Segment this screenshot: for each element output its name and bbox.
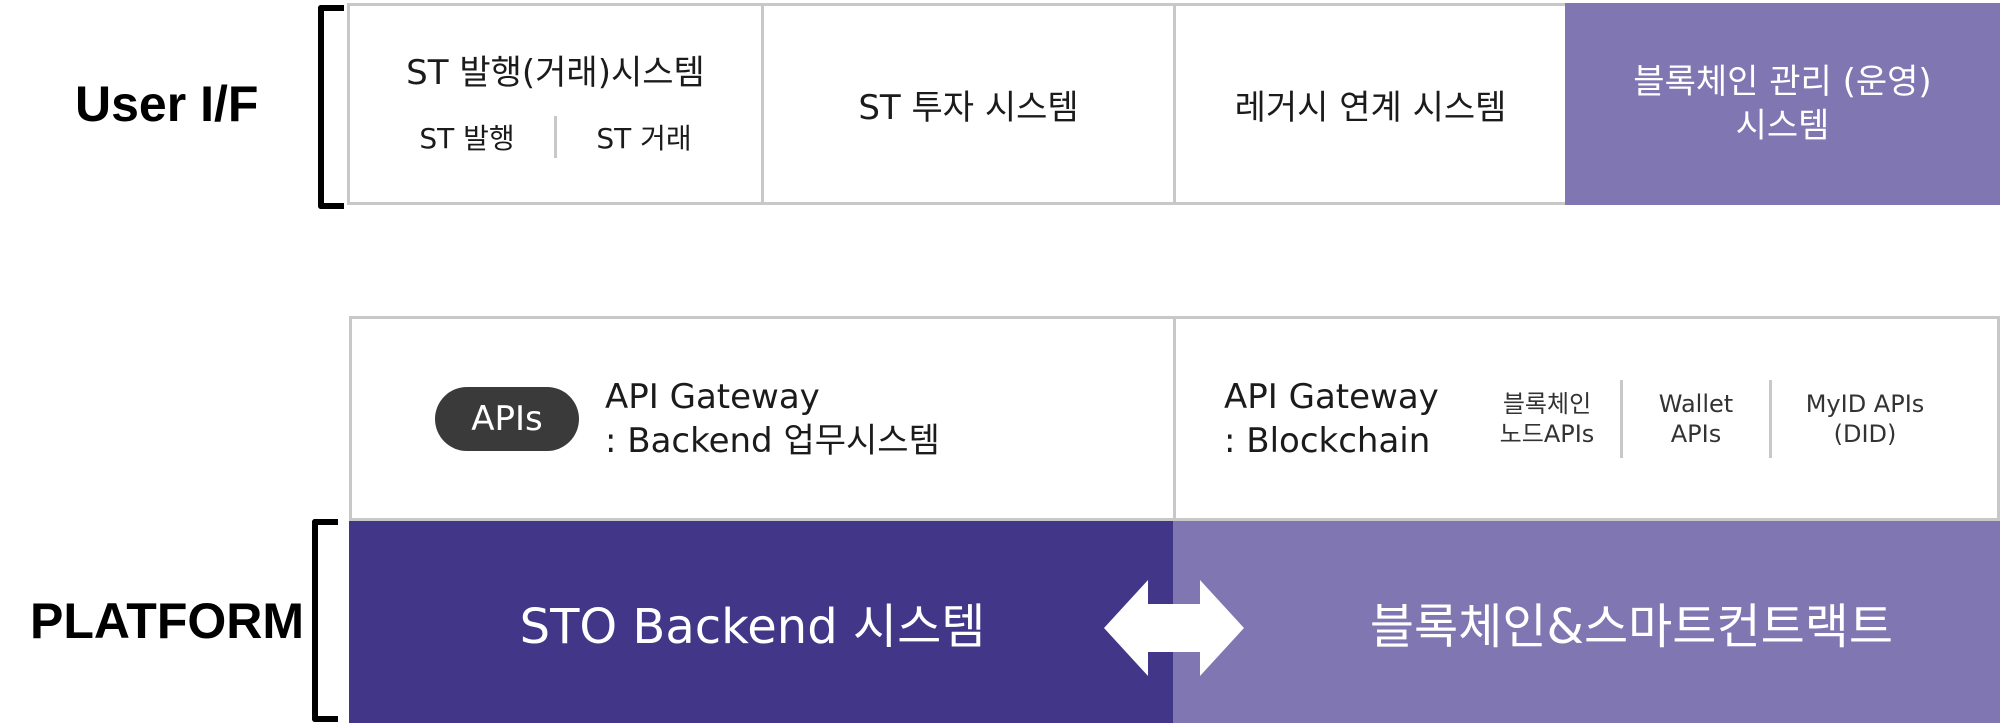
divider	[1769, 379, 1772, 458]
st-issuance-label: ST 발행	[419, 121, 515, 155]
st-trading-label: ST 거래	[596, 121, 692, 155]
blockchain-management-system: 블록체인 관리 (운영) 시스템	[1565, 3, 2000, 205]
divider	[1620, 379, 1623, 458]
st-issuance-trading-system: ST 발행(거래)시스템 ST 발행 ST 거래	[347, 3, 764, 205]
backend-gateway-subtitle: : Backend 업무시스템	[605, 420, 940, 461]
legacy-integration-system: 레거시 연계 시스템	[1173, 3, 1568, 205]
st-issuance-subitems: ST 발행 ST 거래	[392, 115, 719, 158]
sto-backend-system: STO Backend 시스템	[349, 521, 1176, 723]
blockchain-gateway-subtitle: : Blockchain	[1224, 420, 1431, 461]
platform-label: PLATFORM	[30, 593, 305, 649]
apis-pill: APIs	[435, 386, 579, 451]
user-if-bracket	[318, 5, 344, 209]
wallet-apis: Wallet APIs	[1631, 389, 1761, 449]
node-apis-line2: 노드APIs	[1499, 419, 1595, 448]
myid-apis: MyID APIs (DID)	[1780, 389, 1950, 449]
blockchain-gateway-title: API Gateway	[1224, 376, 1439, 417]
myid-apis-line1: MyID APIs	[1805, 389, 1925, 418]
myid-apis-line2: (DID)	[1833, 419, 1897, 448]
blockchain-management-line1: 블록체인 관리 (운영)	[1633, 62, 1932, 102]
backend-api-gateway: APIs API Gateway : Backend 업무시스템	[349, 316, 1176, 521]
blockchain-gateway-text: API Gateway : Blockchain	[1224, 375, 1484, 463]
blockchain-management-line2: 시스템	[1735, 106, 1830, 146]
wallet-apis-line1: Wallet	[1658, 389, 1734, 418]
node-apis: 블록체인 노드APIs	[1482, 389, 1612, 449]
user-if-label: User I/F	[75, 76, 259, 132]
backend-gateway-text: API Gateway : Backend 업무시스템	[605, 375, 940, 463]
st-investment-system: ST 투자 시스템	[761, 3, 1176, 205]
platform-bracket	[312, 519, 338, 722]
st-issuance-trading-title: ST 발행(거래)시스템	[406, 52, 705, 93]
node-apis-line1: 블록체인	[1502, 389, 1592, 418]
blockchain-smart-contract: 블록체인&스마트컨트랙트	[1173, 521, 2000, 723]
wallet-apis-line2: APIs	[1670, 419, 1722, 448]
backend-gateway-title: API Gateway	[605, 376, 820, 417]
divider	[554, 115, 557, 158]
blockchain-api-gateway: API Gateway : Blockchain 블록체인 노드APIs Wal…	[1173, 316, 2000, 521]
double-arrow-icon	[1104, 580, 1244, 676]
